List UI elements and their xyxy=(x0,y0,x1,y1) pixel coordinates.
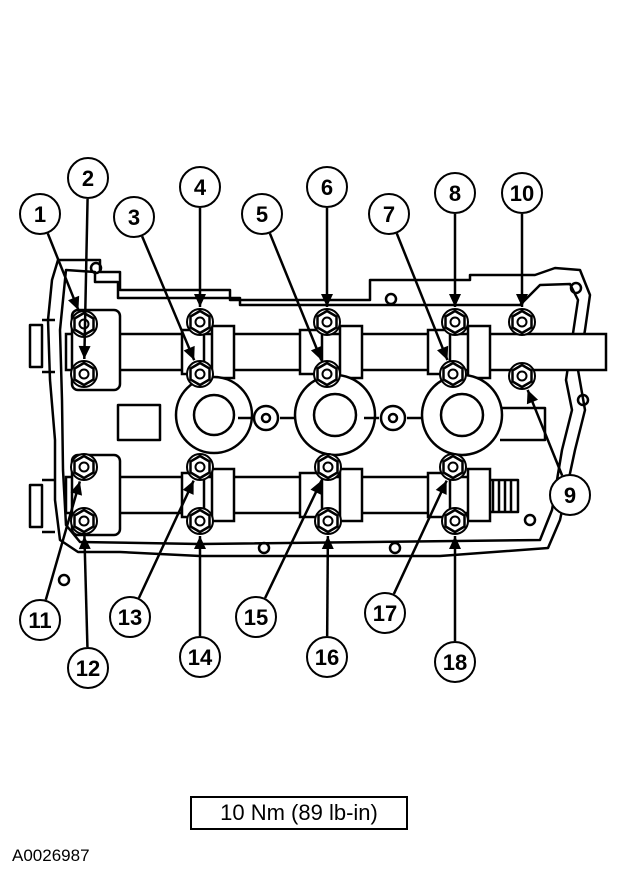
leader-11 xyxy=(44,481,83,601)
callout-number: 11 xyxy=(28,608,51,633)
leader-5 xyxy=(268,232,323,361)
leader-18 xyxy=(449,536,461,641)
callout-number: 9 xyxy=(564,483,576,508)
bolt-10 xyxy=(508,308,536,336)
leader-1 xyxy=(46,233,80,311)
callout-5: 5 xyxy=(241,193,283,235)
leader-14 xyxy=(194,536,206,636)
callout-12: 12 xyxy=(67,647,109,689)
bolt-5 xyxy=(313,360,341,388)
callout-number: 1 xyxy=(34,202,46,227)
reference-id: A0026987 xyxy=(12,846,90,865)
leader-arrows xyxy=(44,198,564,648)
callout-18: 18 xyxy=(434,641,476,683)
lower-camshaft xyxy=(64,467,492,523)
callout-6: 6 xyxy=(306,166,348,208)
callout-13: 13 xyxy=(109,596,151,638)
bolt-9 xyxy=(508,362,536,390)
callout-number: 15 xyxy=(244,605,268,630)
leader-7 xyxy=(395,233,449,361)
bolt-13 xyxy=(186,453,214,481)
bolt-17 xyxy=(439,453,467,481)
leader-12 xyxy=(78,535,91,648)
bolt-16 xyxy=(314,507,342,535)
callout-number: 3 xyxy=(128,205,140,230)
leader-9 xyxy=(526,389,564,476)
callout-11: 11 xyxy=(19,599,61,641)
callout-1: 1 xyxy=(19,193,61,235)
callout-number: 14 xyxy=(188,645,213,670)
callout-14: 14 xyxy=(179,636,221,678)
bolt-6 xyxy=(313,308,341,336)
leader-6 xyxy=(321,208,333,307)
callout-10: 10 xyxy=(501,172,543,214)
callout-number: 2 xyxy=(82,166,94,191)
callout-16: 16 xyxy=(306,636,348,678)
callout-number: 8 xyxy=(449,181,461,206)
callout-3: 3 xyxy=(113,196,155,238)
bolt-7 xyxy=(439,360,467,388)
callout-4: 4 xyxy=(179,166,221,208)
leader-4 xyxy=(194,208,206,307)
torque-spec-box: 10 Nm (89 lb-in) xyxy=(190,796,408,830)
leader-2 xyxy=(78,198,91,360)
front-cam-caps xyxy=(70,308,122,537)
bolt-4 xyxy=(186,308,214,336)
callout-number: 17 xyxy=(373,601,397,626)
torque-spec-text: 10 Nm (89 lb-in) xyxy=(220,800,378,825)
leader-10 xyxy=(516,214,528,307)
callout-9: 9 xyxy=(549,474,591,516)
callout-number: 12 xyxy=(76,656,100,681)
bolt-15 xyxy=(314,453,342,481)
callout-number: 16 xyxy=(315,645,339,670)
bolt-8 xyxy=(441,308,469,336)
leader-8 xyxy=(449,214,461,307)
callout-2: 2 xyxy=(67,157,109,199)
callout-number: 5 xyxy=(256,202,268,227)
leader-15 xyxy=(263,479,323,599)
callout-15: 15 xyxy=(235,596,277,638)
bolt-11 xyxy=(70,453,98,481)
callout-number: 4 xyxy=(194,175,207,200)
callout-7: 7 xyxy=(368,193,410,235)
bolt-2 xyxy=(70,360,98,388)
callout-number: 13 xyxy=(118,605,142,630)
callout-17: 17 xyxy=(364,592,406,634)
leader-16 xyxy=(321,535,334,637)
bolt-3 xyxy=(186,360,214,388)
callout-8: 8 xyxy=(434,172,476,214)
leader-3 xyxy=(140,235,196,361)
bolt-12 xyxy=(70,507,98,535)
callout-number: 6 xyxy=(321,175,333,200)
callout-number: 7 xyxy=(383,202,395,227)
callout-number: 10 xyxy=(510,181,534,206)
bolt-14 xyxy=(186,507,214,535)
leader-13 xyxy=(137,480,195,599)
spark-plug-bores xyxy=(174,373,504,457)
cam-cap-bolts xyxy=(70,308,536,535)
callout-number: 18 xyxy=(443,650,467,675)
bolt-18 xyxy=(441,507,469,535)
leader-17 xyxy=(392,480,448,595)
